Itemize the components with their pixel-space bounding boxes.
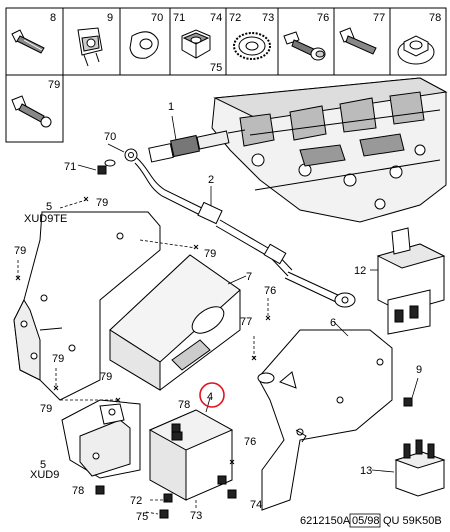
callout-13: 13 <box>360 465 372 477</box>
flange-nut-icon <box>397 35 435 65</box>
callout-71: 71 <box>64 161 76 173</box>
parts-header-numbers: 8 9 70 71 74 75 72 73 76 77 78 79 <box>48 12 441 91</box>
part-number-74: 74 <box>210 12 222 24</box>
callout-73: 73 <box>190 510 202 522</box>
callout-5-lower: 5 <box>40 459 46 471</box>
flange-bolt-icon <box>283 31 326 61</box>
callout-78-b: 78 <box>72 485 84 497</box>
bolt-icon <box>11 95 52 128</box>
callout-4: 4 <box>207 391 213 403</box>
glow-plug <box>148 129 246 163</box>
nut-71 <box>97 165 107 175</box>
callout-74: 74 <box>250 499 262 511</box>
callout-72: 72 <box>130 495 142 507</box>
callout-78-a: 78 <box>178 399 190 411</box>
relay-12 <box>376 227 446 335</box>
callout-9: 9 <box>416 364 422 376</box>
callout-7: 7 <box>246 271 252 283</box>
bracket-xud9 <box>61 399 141 479</box>
part-number-72: 72 <box>229 12 241 24</box>
solid-leaders <box>77 115 419 473</box>
callout-70: 70 <box>104 131 116 143</box>
nut-78-b <box>95 485 105 495</box>
part-number-75: 75 <box>210 62 222 74</box>
part-number-8: 8 <box>50 12 56 24</box>
ref-code-b: QU 59K50B <box>383 515 442 527</box>
callout-76-upper: 76 <box>264 285 276 297</box>
nut-9 <box>403 397 413 407</box>
callout-79-f: 79 <box>100 371 112 383</box>
callout-12: 12 <box>354 265 366 277</box>
parts-header <box>5 7 447 143</box>
washer-icon <box>129 31 159 59</box>
callout-79-c: 79 <box>204 248 216 260</box>
bolt-icon <box>11 29 45 54</box>
callout-xud9te: XUD9TE <box>24 213 67 225</box>
callout-2: 2 <box>208 174 214 186</box>
part-number-76: 76 <box>317 12 329 24</box>
nut-73 <box>217 475 227 485</box>
highlight-circle <box>199 382 225 408</box>
callout-79-e: 79 <box>40 403 52 415</box>
footer-reference: 6212150A 05/98 QU 59K50B <box>300 513 442 528</box>
callout-1: 1 <box>168 101 174 113</box>
leader-lines <box>17 199 269 515</box>
callout-77: 77 <box>240 316 252 328</box>
callout-76-lower: 76 <box>244 436 256 448</box>
engine-cylinder-head <box>211 77 448 223</box>
part-number-77: 77 <box>373 12 385 24</box>
cross-markers <box>15 196 271 465</box>
part-number-79: 79 <box>48 79 60 91</box>
callout-79-d: 79 <box>52 353 64 365</box>
callout-75: 75 <box>136 511 148 523</box>
wire-harness-2 <box>124 148 356 308</box>
part-number-73: 73 <box>262 12 274 24</box>
callout-79-a: 79 <box>96 197 108 209</box>
callout-6: 6 <box>330 317 336 329</box>
callout-labels: 1 2 70 71 5 XUD9TE 79 79 79 7 12 76 6 77… <box>14 101 422 523</box>
relay-13 <box>394 439 446 497</box>
part-number-9: 9 <box>107 12 113 24</box>
bracket-xud9te <box>13 211 161 401</box>
small-fasteners <box>95 159 413 519</box>
ref-date: 05/98 <box>352 515 380 527</box>
hex-nut-icon <box>181 29 211 59</box>
part-number-70: 70 <box>151 12 163 24</box>
serrated-washer-icon <box>233 32 271 60</box>
bolt-icon <box>339 27 377 55</box>
callout-79-b: 79 <box>14 245 26 257</box>
preheat-unit-4 <box>148 409 234 501</box>
nut-74 <box>227 489 237 499</box>
part-number-71: 71 <box>173 12 185 24</box>
nut-75 <box>159 509 169 519</box>
clip-nut-icon <box>77 27 103 67</box>
ref-code-a: 6212150A <box>300 515 351 527</box>
bracket-6 <box>257 329 393 511</box>
callout-5-upper: 5 <box>46 201 52 213</box>
nut-72 <box>163 493 173 503</box>
callout-xud9: XUD9 <box>30 469 59 481</box>
part-number-78: 78 <box>429 12 441 24</box>
ref-date-box <box>349 513 381 528</box>
nut-78-a <box>171 423 181 433</box>
ecu-module-7 <box>109 254 241 391</box>
